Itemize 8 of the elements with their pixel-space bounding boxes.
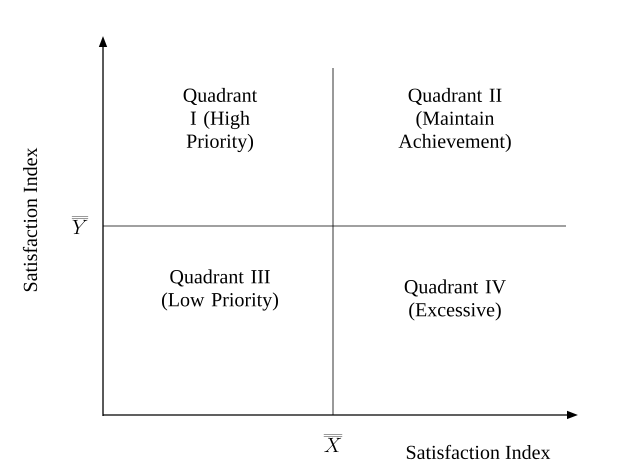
- quadrant-label: Quadrant I (High Priority): [184, 88, 258, 152]
- mean-label: $\overline{\overline{X}}$: [324, 434, 342, 452]
- quadrant-label: Quadrant II (Maintain Achievement): [398, 88, 511, 152]
- quadrant-label: Quadrant IV (Excessive): [404, 279, 506, 321]
- quadrant-label: Quadrant III (Low Priority): [162, 269, 278, 311]
- axis-label: Satisfaction Index: [406, 444, 550, 460]
- axis-label: Satisfaction Index: [22, 148, 38, 292]
- mean-label: $\overline{\overline{Y}}$: [72, 216, 88, 234]
